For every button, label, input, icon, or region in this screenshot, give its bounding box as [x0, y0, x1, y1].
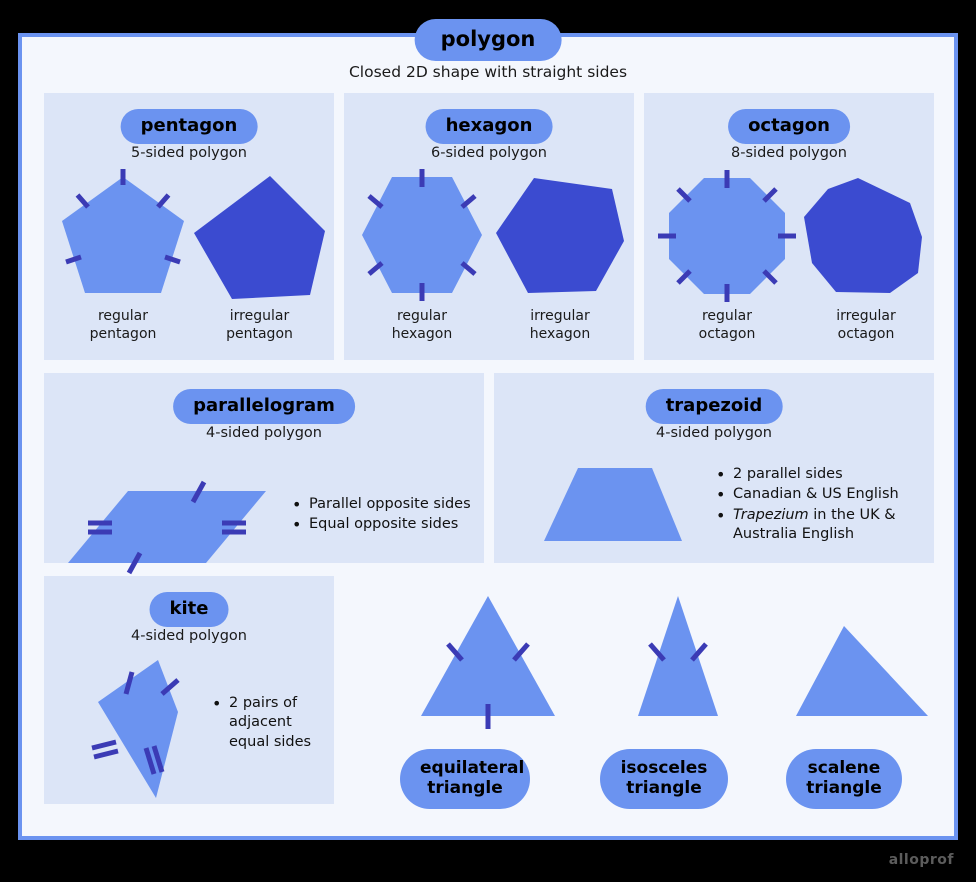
caption-regular-octagon: regular octagon	[698, 308, 756, 343]
label-scalene-triangle: scalene triangle	[786, 749, 902, 809]
panel-subtitle-pentagon: 5-sided polygon	[131, 145, 247, 161]
shape-equilateral-triangle	[421, 596, 555, 729]
caption-regular-pentagon: regular pentagon	[89, 308, 157, 343]
list-item: Canadian & US English	[716, 484, 926, 506]
trapezium-rest: in the UK &	[808, 506, 896, 523]
panel-hexagon: hexagon 6-sided polygon regular hexagon …	[344, 93, 634, 360]
shape-irregular-hexagon	[496, 178, 624, 293]
panel-badge-trapezoid: trapezoid	[645, 389, 783, 424]
shape-parallelogram	[68, 480, 266, 575]
panel-badge-pentagon: pentagon	[120, 109, 258, 144]
list-item: 2 parallel sides	[716, 464, 926, 486]
list-item: Trapezium in the UK & Australia English	[716, 505, 926, 545]
shape-trapezoid	[544, 468, 682, 541]
shape-regular-hexagon	[362, 169, 482, 301]
trapezium-term: Trapezium	[733, 506, 809, 523]
label-isosceles-triangle: isosceles triangle	[600, 749, 728, 809]
shape-kite	[91, 660, 180, 798]
panel-subtitle-trapezoid: 4-sided polygon	[656, 425, 772, 441]
panel-pentagon: pentagon 5-sided polygon regular pentago…	[44, 93, 334, 360]
caption-irregular-octagon: irregular octagon	[836, 308, 896, 343]
watermark-alloprof: alloprof	[888, 852, 954, 868]
shape-irregular-pentagon	[194, 176, 325, 299]
list-item: Equal opposite sides	[292, 514, 472, 536]
caption-regular-hexagon: regular hexagon	[391, 308, 453, 343]
poster-title-badge: polygon	[414, 19, 562, 61]
panel-trapezoid: trapezoid 4-sided polygon 2 parallel sid…	[494, 373, 934, 563]
label-equilateral-triangle: equilateral triangle	[400, 749, 530, 809]
panel-octagon: octagon 8-sided polygon regular octagon …	[644, 93, 934, 360]
panel-subtitle-octagon: 8-sided polygon	[731, 145, 847, 161]
shape-regular-octagon	[658, 170, 796, 302]
list-item: Parallel opposite sides	[292, 494, 472, 516]
panel-badge-hexagon: hexagon	[425, 109, 553, 144]
poster-subtitle: Closed 2D shape with straight sides	[348, 63, 628, 81]
panel-badge-kite: kite	[149, 592, 229, 627]
panel-subtitle-hexagon: 6-sided polygon	[431, 145, 547, 161]
shape-regular-pentagon	[62, 169, 184, 293]
poster-card: polygon Closed 2D shape with straight si…	[18, 19, 958, 840]
trapezium-line2: Australia English	[733, 525, 855, 542]
shape-irregular-octagon	[804, 178, 922, 293]
panel-kite: kite 4-sided polygon 2 pairs ofadjacente…	[44, 576, 334, 804]
shape-isosceles-triangle	[638, 596, 718, 716]
panel-subtitle-kite: 4-sided polygon	[131, 628, 247, 644]
shape-scalene-triangle	[796, 626, 928, 716]
panel-subtitle-parallelogram: 4-sided polygon	[206, 425, 322, 441]
caption-irregular-hexagon: irregular hexagon	[529, 308, 591, 343]
caption-irregular-pentagon: irregular pentagon	[226, 308, 293, 343]
panel-badge-octagon: octagon	[728, 109, 850, 144]
panel-parallelogram: parallelogram 4-sided polygon Parallel o…	[44, 373, 484, 575]
panel-badge-parallelogram: parallelogram	[173, 389, 355, 424]
bullet-list-parallelogram: Parallel opposite sides Equal opposite s…	[292, 494, 472, 536]
bullet-list-trapezoid: 2 parallel sides Canadian & US English T…	[716, 464, 926, 545]
